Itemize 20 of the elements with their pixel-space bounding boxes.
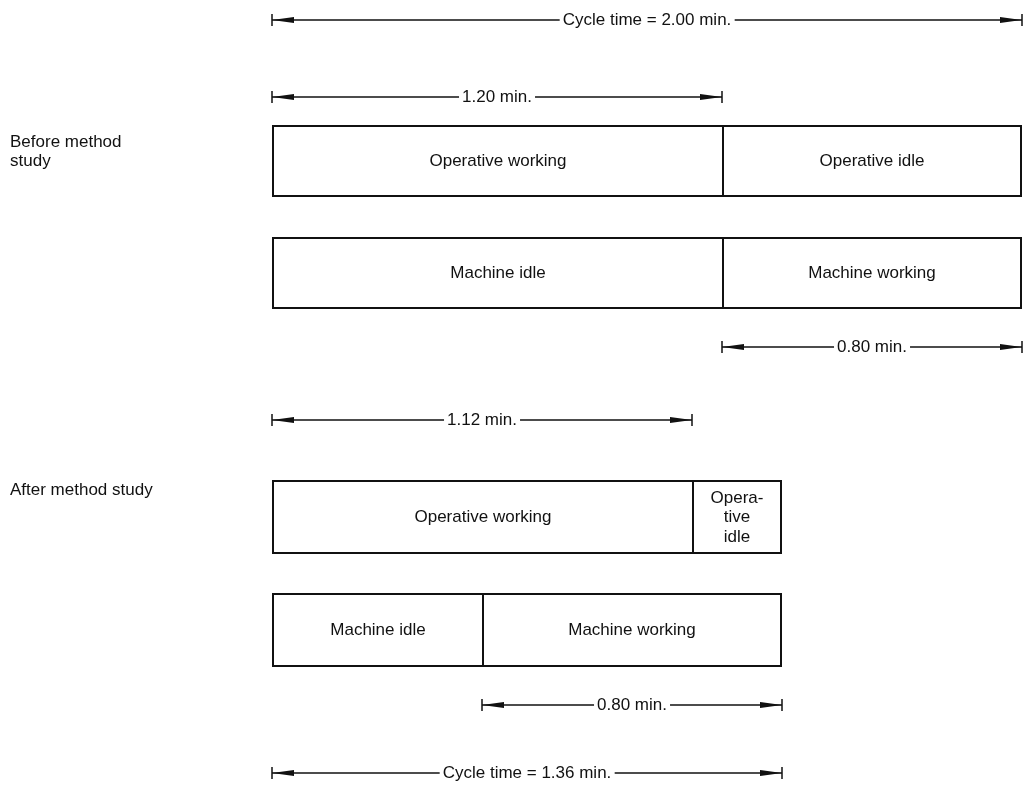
bar-label: Machine working <box>808 263 936 283</box>
time-bar <box>692 480 782 554</box>
time-bar <box>272 480 694 554</box>
time-bar <box>482 593 782 667</box>
bar-label: Opera- tive idle <box>710 487 764 547</box>
bar-label: Operative working <box>414 507 552 527</box>
time-bar <box>722 237 1022 309</box>
bar-label: Operative working <box>429 151 567 171</box>
time-bar <box>272 593 484 667</box>
time-bar <box>272 237 724 309</box>
bar-label: Machine idle <box>330 620 426 640</box>
row-label: Before method study <box>10 133 123 171</box>
dimension-label: Cycle time = 1.36 min. <box>439 763 615 783</box>
dimension-label: Cycle time = 2.00 min. <box>559 10 735 30</box>
row-label: After method study <box>10 481 154 500</box>
bar-label: Machine working <box>568 620 696 640</box>
time-bar <box>272 125 724 197</box>
bar-label: Operative idle <box>819 151 925 171</box>
bar-label: Machine idle <box>450 263 546 283</box>
time-bar <box>722 125 1022 197</box>
